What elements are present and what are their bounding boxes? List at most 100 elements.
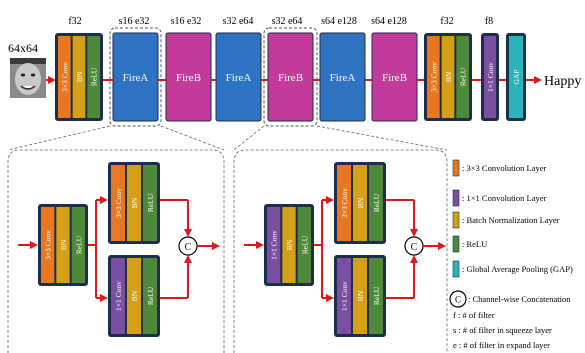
output-label: Happy — [544, 74, 581, 89]
layer-relu — [369, 165, 383, 241]
layer-label-relu: ReLU — [372, 193, 381, 212]
layer-label-relu: ReLU — [146, 193, 155, 212]
legend-text-conv3: : 3×3 Convolution Layer — [462, 163, 547, 173]
layer-label-relu: ReLU — [459, 67, 468, 86]
layer-bn — [353, 258, 367, 334]
layer-relu — [143, 165, 157, 241]
fire-block-label: FireA — [226, 72, 252, 84]
layer-conv3 — [111, 165, 125, 241]
block-top-label: s16 e32 — [119, 16, 150, 27]
layer-bn — [441, 36, 455, 118]
fire-block-label: FireA — [123, 72, 149, 84]
layer-relu — [369, 258, 383, 334]
fire-a-expansion-panel — [7, 149, 225, 353]
fire-block-label: FireB — [278, 72, 303, 84]
fire-b-expansion-panel — [233, 149, 448, 353]
layer-label-conv3: 3×3 Conv — [340, 188, 349, 218]
fire-a-block — [112, 32, 159, 122]
block-top-label: s32 e64 — [223, 16, 254, 27]
legend-swatch-conv1 — [452, 189, 460, 207]
legend-concat-symbol: C — [455, 295, 461, 305]
layer-conv1 — [267, 207, 281, 283]
layer-label-bn: BN — [285, 239, 294, 250]
layer-relu — [297, 207, 311, 283]
block-top-label: f8 — [485, 16, 493, 27]
layer-bn — [56, 207, 70, 283]
layer-conv3 — [427, 36, 440, 118]
layer-label-bn: BN — [356, 290, 365, 301]
legend-note: s : # of filter in squeeze layer — [453, 325, 552, 335]
layer-bn — [127, 165, 141, 241]
layer-bn — [127, 258, 141, 334]
layer-label-gap: GAP — [512, 69, 521, 84]
layer-conv1 — [111, 258, 125, 334]
layer-label-relu: ReLU — [372, 286, 381, 305]
legend-text-conv1: : 1×1 Convolution Layer — [462, 193, 547, 203]
fire-b-block — [267, 32, 314, 122]
layer-bn — [72, 36, 86, 118]
layer-label-bn: BN — [356, 197, 365, 208]
highlight-fire-b — [263, 27, 318, 127]
block-top-label: s32 e64 — [272, 16, 303, 27]
legend-concat-text: : Channel-wise Concatenation — [468, 294, 571, 304]
layer-label-conv3: 3×3 Conv — [429, 62, 438, 92]
block-top-label: s16 e32 — [171, 16, 202, 27]
layer-label-relu: ReLU — [90, 67, 99, 86]
fire-block-label: FireA — [330, 72, 356, 84]
face-smile — [20, 85, 36, 90]
layer-bn — [282, 207, 296, 283]
layer-gap — [509, 36, 523, 118]
layer-label-bn: BN — [444, 71, 453, 82]
layer-label-relu: ReLU — [146, 286, 155, 305]
legend-text-gap: : Global Average Pooling (GAP) — [462, 264, 573, 274]
layer-bn — [353, 165, 367, 241]
legend-swatch-relu — [452, 235, 460, 253]
layer-label-bn: BN — [75, 71, 84, 82]
layer-label-bn: BN — [130, 290, 139, 301]
block-top-label: s64 e128 — [371, 16, 407, 27]
layer-conv3 — [41, 207, 55, 283]
face-eye-left — [20, 73, 26, 77]
legend-swatch-conv3 — [452, 159, 460, 177]
concat-symbol: C — [411, 242, 418, 253]
layer-relu — [87, 36, 100, 118]
highlight-fire-a — [109, 27, 162, 127]
legend-note: f : # of filter — [453, 310, 495, 320]
face-thumbnail — [10, 58, 46, 98]
fire-b-block — [165, 32, 212, 122]
fire-a-block — [319, 32, 366, 122]
block-top-label: f32 — [440, 16, 453, 27]
legend-concat-circle — [449, 290, 467, 308]
layer-label-conv1: 1×1 Conv — [270, 230, 279, 260]
fire-a-block — [215, 32, 262, 122]
zoom-guide-right-a — [160, 125, 225, 151]
face-shape — [15, 63, 41, 95]
legend-swatch-bn — [452, 211, 460, 229]
legend-swatch-gap — [452, 260, 460, 278]
input-size-label: 64x64 — [8, 41, 38, 55]
layer-label-relu: ReLU — [300, 235, 309, 254]
zoom-guide-left-b — [233, 125, 265, 151]
layer-conv3 — [58, 36, 71, 118]
layer-label-conv1: 1×1 Conv — [114, 281, 123, 311]
block-top-label: f32 — [68, 16, 81, 27]
layer-label-conv3: 3×3 Conv — [114, 188, 123, 218]
layer-relu — [456, 36, 469, 118]
layer-label-conv3: 3×3 Conv — [60, 62, 69, 92]
fire-block-label: FireB — [176, 72, 201, 84]
layer-conv3 — [337, 165, 351, 241]
fire-b-block — [371, 32, 418, 122]
concat-symbol: C — [185, 242, 192, 253]
zoom-guide-right-b — [316, 125, 448, 151]
layer-conv1 — [484, 36, 496, 118]
layer-relu — [143, 258, 157, 334]
legend-note: e : # of filter in expand layer — [453, 340, 550, 350]
zoom-guide-left-a — [7, 125, 111, 151]
layer-label-conv1: 1×1 Conv — [340, 281, 349, 311]
layer-label-bn: BN — [130, 197, 139, 208]
legend-text-bn: : Batch Normalization Layer — [462, 215, 560, 225]
layer-label-conv1: 1×1 Conv — [486, 62, 495, 92]
legend-text-relu: : ReLU — [462, 239, 487, 249]
